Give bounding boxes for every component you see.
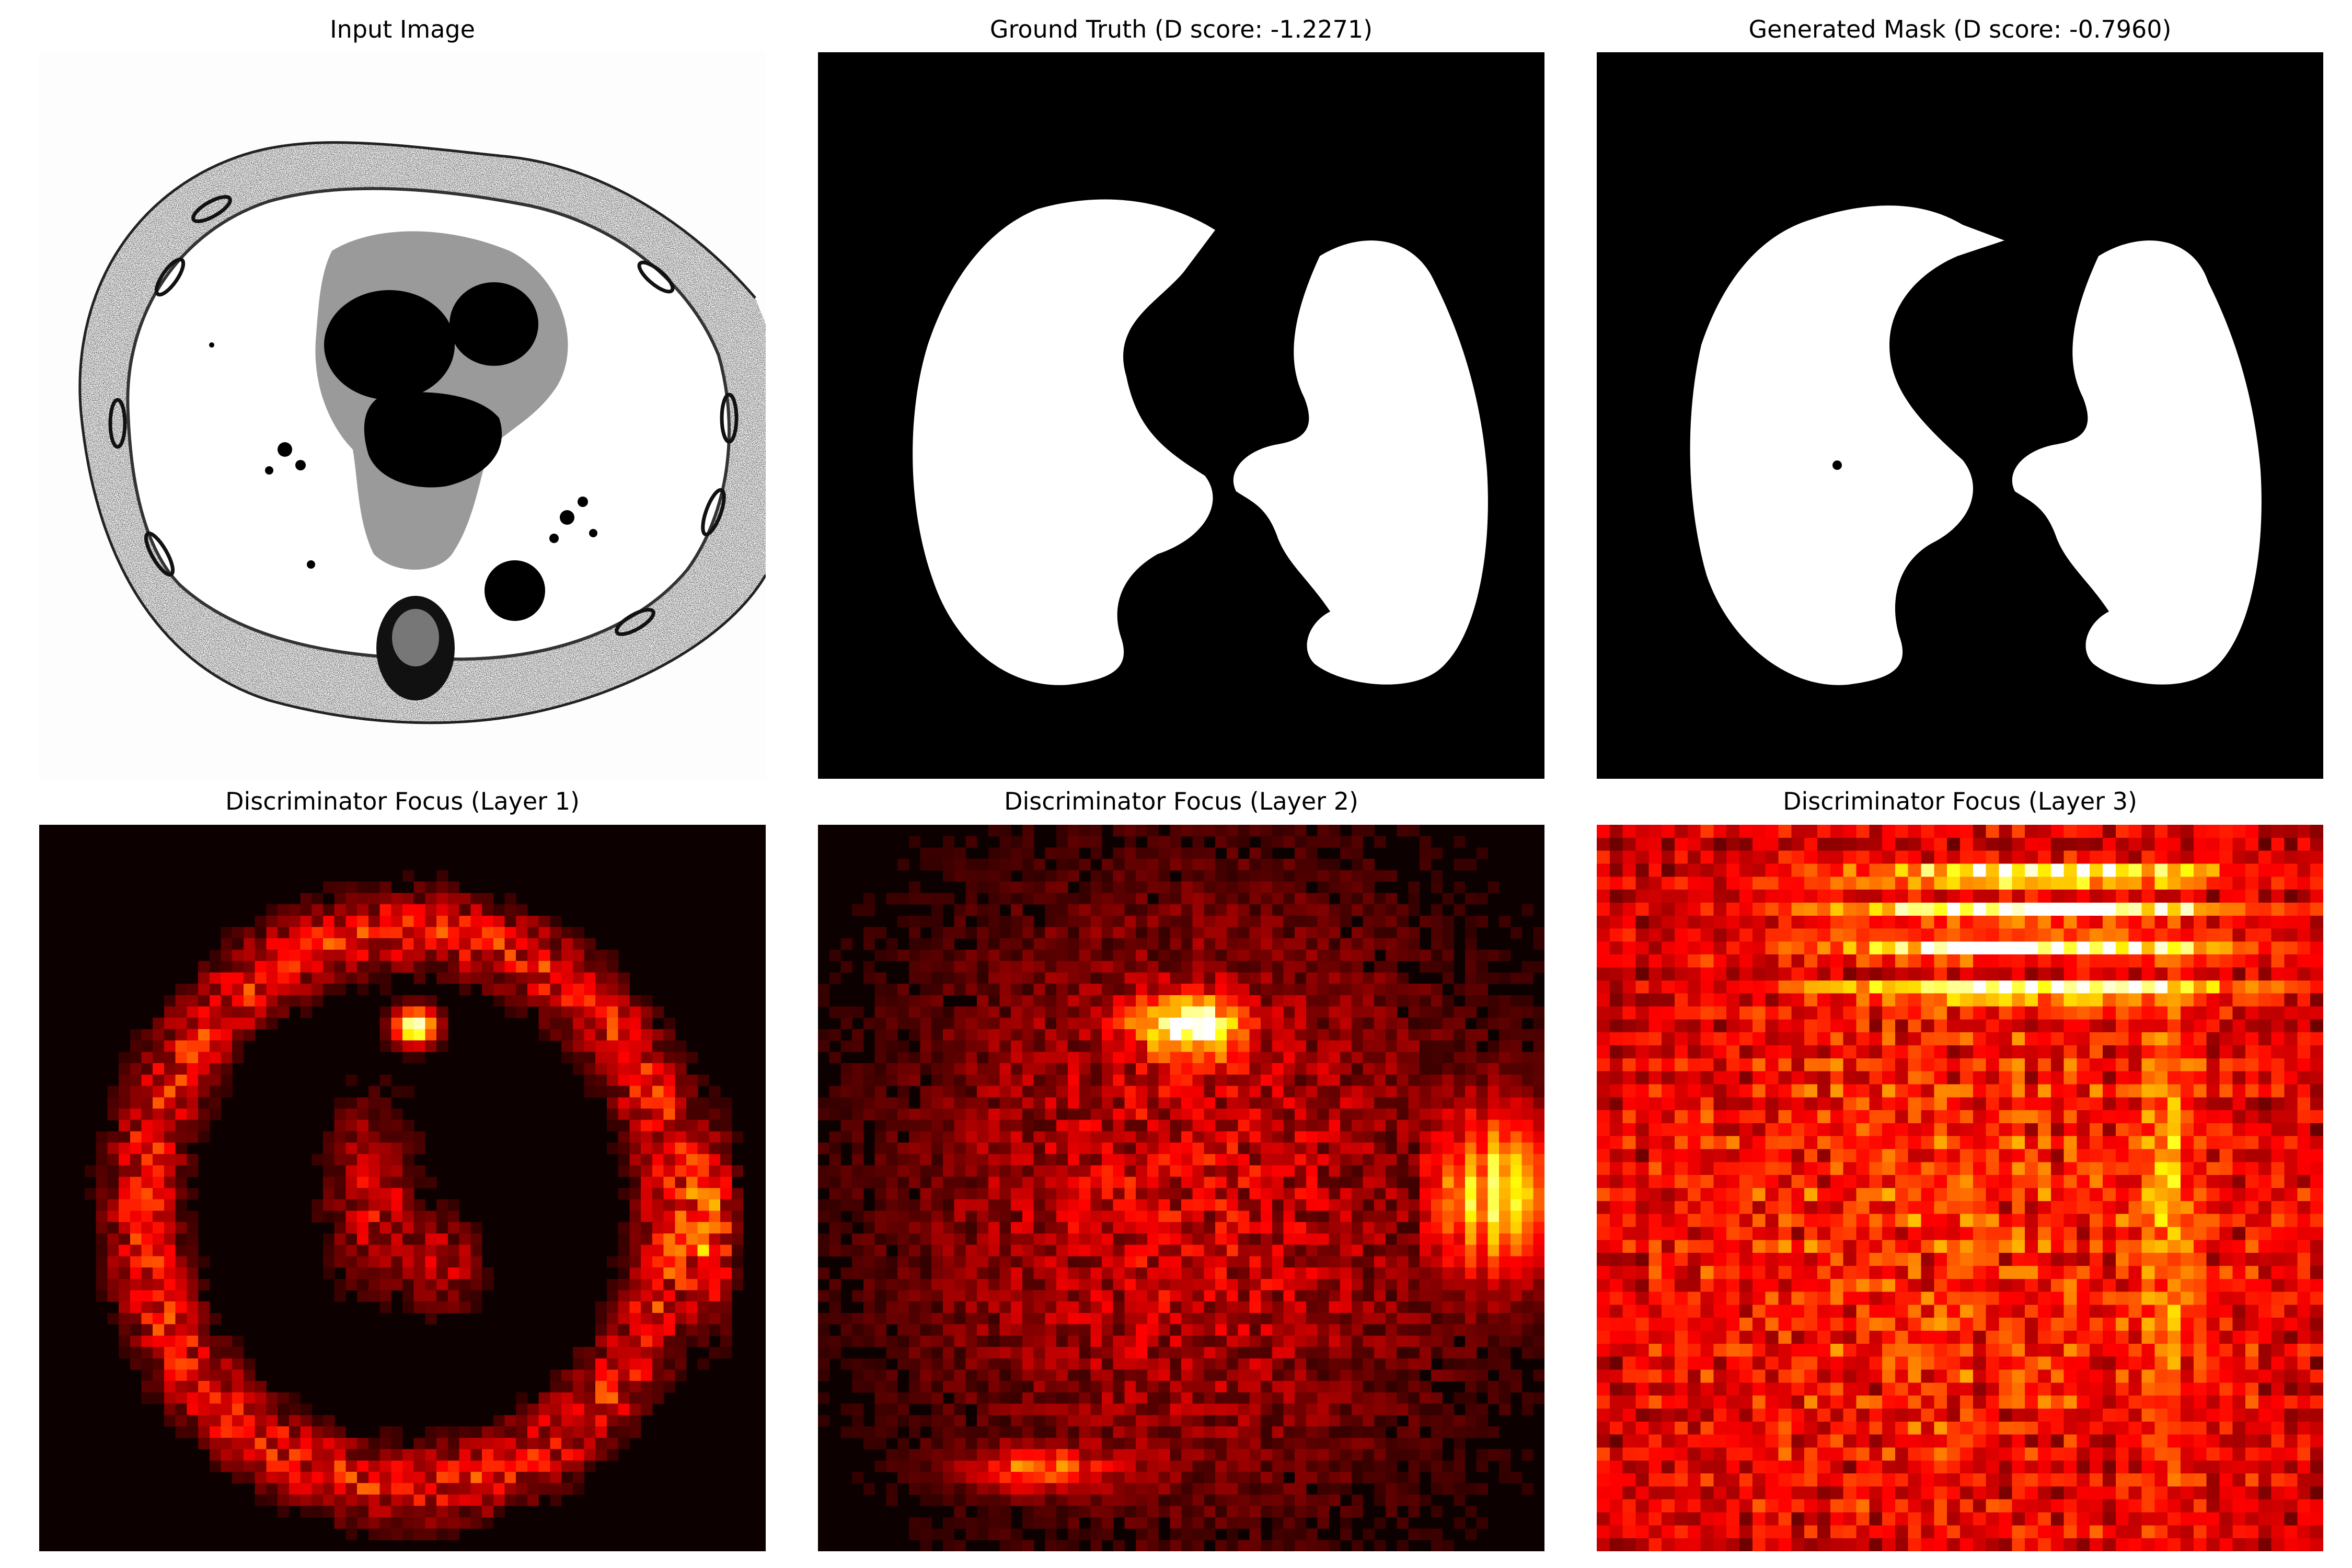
- focus-heatmap-layer-1: [39, 825, 766, 1551]
- focus-heatmap-layer-3: [1597, 825, 2323, 1551]
- panel-title-focus-layer-1: Discriminator Focus (Layer 1): [225, 787, 580, 815]
- panel-title-input: Input Image: [330, 15, 475, 43]
- panel-title-ground-truth: Ground Truth (D score: -1.2271): [989, 15, 1373, 43]
- ground-truth-mask-panel: [818, 52, 1544, 779]
- panel-title-focus-layer-2: Discriminator Focus (Layer 2): [1004, 787, 1358, 815]
- focus-heatmap-layer-2: [818, 825, 1544, 1551]
- generated-mask-panel: [1597, 52, 2323, 779]
- panel-title-focus-layer-3: Discriminator Focus (Layer 3): [1783, 787, 2137, 815]
- input-image-panel: [39, 52, 766, 779]
- panel-title-generated-mask: Generated Mask (D score: -0.7960): [1748, 15, 2172, 43]
